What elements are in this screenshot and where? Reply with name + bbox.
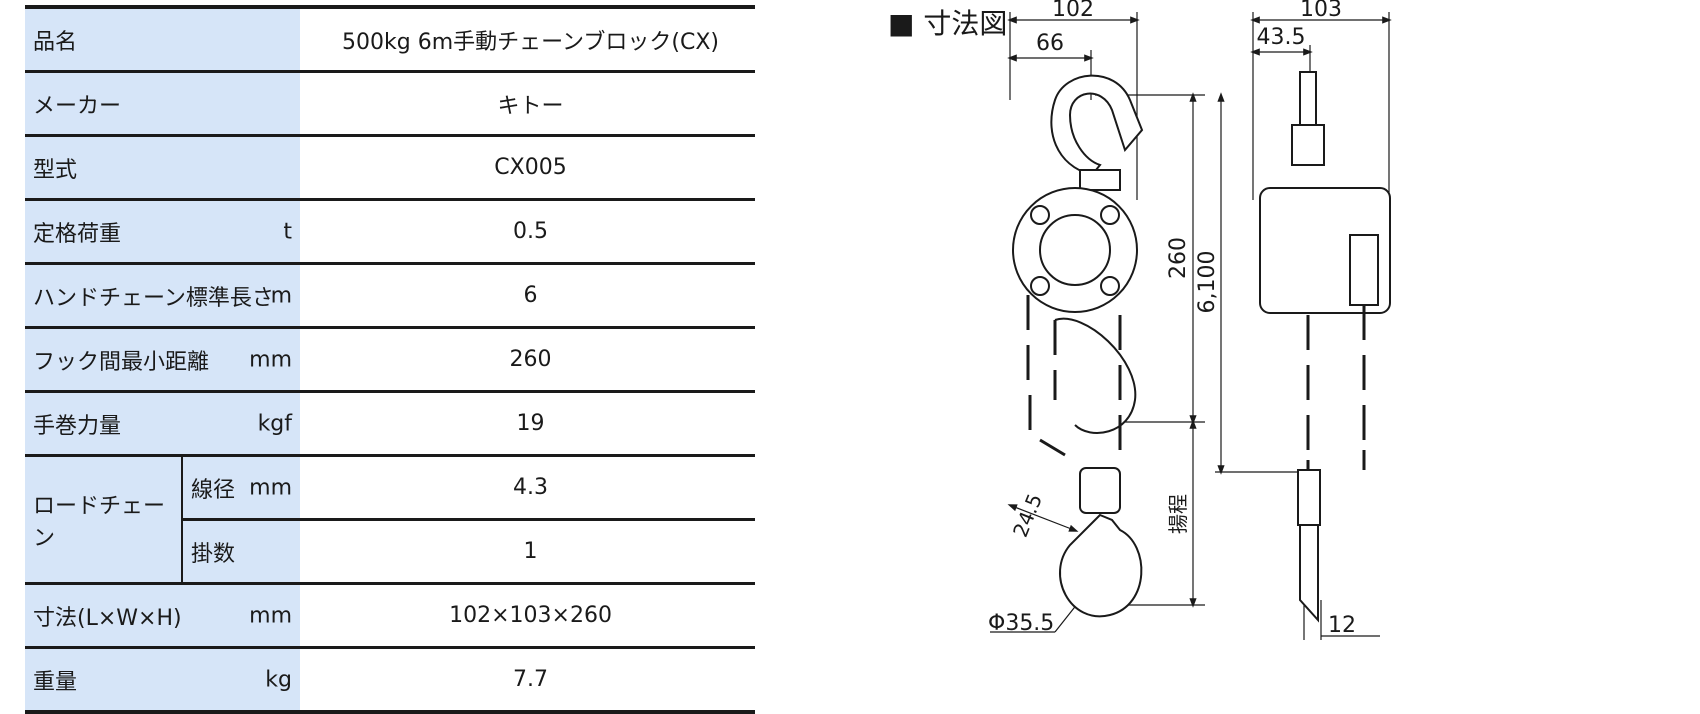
spec-row-weight: 重量 kg 7.7 (25, 647, 756, 714)
dim-width-side: 103 (1300, 0, 1342, 22)
spec-label: 手巻力量 (33, 413, 122, 439)
dim-hook-diameter: Φ35.5 (988, 611, 1054, 636)
spec-row-model: 型式 CX005 (25, 135, 756, 201)
spec-row-product-name: 品名 500kg 6m手動チェーンブロック(CX) (25, 5, 756, 73)
spec-value: CX005 (306, 135, 756, 201)
spec-table: 品名 500kg 6m手動チェーンブロック(CX) メーカー キトー 型式 CX… (25, 5, 756, 714)
spec-unit: mm (249, 347, 293, 372)
dim-chain-width: 12 (1328, 613, 1356, 638)
spec-value: 260 (306, 327, 756, 393)
spec-unit: kg (265, 667, 293, 692)
spec-row-hand-pull: 手巻力量 kgf 19 (25, 391, 756, 457)
spec-value: 102×103×260 (306, 583, 756, 649)
spec-unit: kgf (257, 411, 293, 436)
dimension-drawing: 102 66 103 43.5 260 6,100 揚程 24.5 Φ35.5 … (988, 0, 1392, 640)
spec-row-maker: メーカー キトー (25, 71, 756, 137)
dim-hook-opening: 24.5 (1008, 490, 1047, 540)
spec-value: 6 (306, 263, 756, 329)
spec-label: 寸法(L×W×H) (33, 605, 182, 631)
spec-unit: m (270, 283, 293, 308)
dim-hand-chain: 6,100 (1195, 251, 1220, 314)
spec-unit: mm (249, 603, 293, 628)
spec-value: キトー (306, 71, 756, 137)
spec-unit: mm (249, 475, 293, 500)
spec-label: 品名 (33, 29, 78, 55)
spec-unit: t (283, 219, 293, 244)
spec-row-load-chain-falls: 掛数 1 (25, 519, 756, 585)
spec-value: 0.5 (306, 199, 756, 265)
drawing-title: ■ 寸法図 (888, 7, 1008, 40)
spec-row-min-hook-distance: フック間最小距離 mm 260 (25, 327, 756, 393)
spec-value: 1 (306, 519, 756, 585)
spec-row-dimensions: 寸法(L×W×H) mm 102×103×260 (25, 583, 756, 649)
spec-label: ハンドチェーン標準長さ (33, 285, 274, 311)
dim-lift-label: 揚程 (1166, 494, 1190, 534)
dim-side-offset: 43.5 (1257, 25, 1306, 50)
spec-row-rated-load: 定格荷重 t 0.5 (25, 199, 756, 265)
dim-width-front: 102 (1052, 0, 1094, 22)
spec-row-load-chain-diameter: ロードチェーン 線径 mm 4.3 (25, 455, 756, 585)
dim-min-distance: 260 (1166, 237, 1191, 279)
spec-label: 定格荷重 (33, 221, 122, 247)
spec-label: メーカー (33, 93, 122, 119)
load-chain-group-label: ロードチェーン (25, 455, 183, 585)
spec-label: フック間最小距離 (33, 349, 210, 375)
spec-label: 重量 (33, 669, 78, 695)
spec-label: 線径 (191, 477, 236, 503)
spec-label: 型式 (33, 157, 78, 183)
spec-label: 掛数 (191, 541, 236, 567)
spec-value: 19 (306, 391, 756, 457)
dim-hook-offset: 66 (1036, 31, 1064, 56)
spec-value: 500kg 6m手動チェーンブロック(CX) (306, 5, 756, 73)
spec-value: 4.3 (306, 455, 756, 521)
spec-value: 7.7 (306, 647, 756, 714)
